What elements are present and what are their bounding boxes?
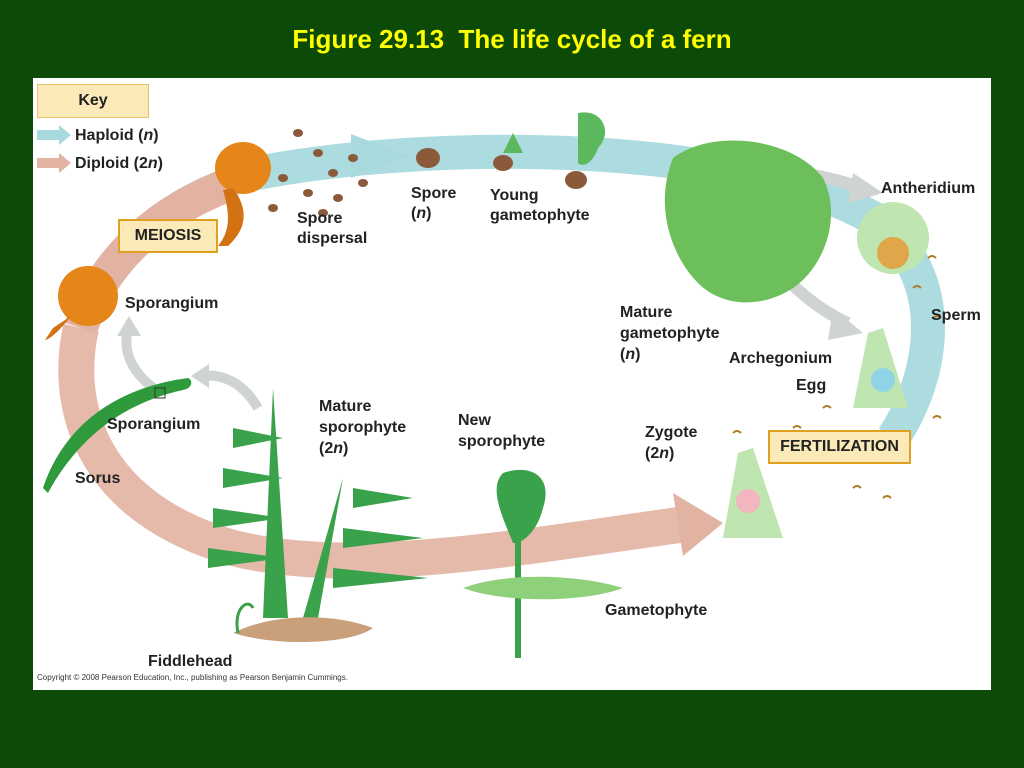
diploid-key-arrow [37, 153, 71, 173]
key-heading: Key [37, 84, 149, 118]
grey-arrow-sporangium-up [121, 326, 157, 392]
sporangium-label-leaf: Sporangium [107, 416, 201, 433]
spore-ploidy: (n) [411, 205, 432, 222]
zygote-ploidy: (2n) [645, 445, 675, 462]
key-diploid-text: Diploid [75, 155, 130, 172]
sorus-label: Sorus [75, 470, 121, 487]
diagram-panel: Key Haploid (n) Diploid (2n) Spore (n) Y… [33, 78, 991, 690]
haploid-key-arrow [37, 125, 71, 145]
mature-sporophyte-icon [208, 388, 428, 618]
fiddlehead-icon [235, 602, 255, 634]
grey-arrow-from-frond [200, 370, 263, 411]
antheridium-icon [857, 202, 929, 274]
gametophyte-label: Gametophyte [605, 602, 708, 619]
archegonium-icon [853, 328, 908, 408]
spore-label: Spore [411, 185, 457, 202]
mature-gametophyte-ploidy: (n) [620, 346, 641, 363]
mature-gametophyte-label-2: gametophyte [620, 325, 720, 342]
key-haploid-symbol: n [143, 127, 154, 144]
sporangium-open [215, 142, 271, 246]
mature-sporophyte-ploidy: (2n) [319, 440, 349, 457]
sperm-cells [732, 255, 942, 499]
new-sporophyte-icon [463, 469, 623, 658]
mature-sporophyte-label-1: Mature [319, 398, 372, 415]
key-haploid-label: Haploid (n) [75, 127, 159, 144]
spore-dispersal-label-1: Spore [297, 210, 343, 227]
diploid-cycle-band [58, 324, 696, 579]
young-gametophyte-icon [493, 112, 606, 189]
dispersing-spores [268, 129, 368, 217]
young-gametophyte-label-2: gametophyte [490, 207, 590, 224]
figure-title: Figure 29.13 The life cycle of a fern [292, 24, 732, 54]
new-sporophyte-label-1: New [458, 412, 491, 429]
antheridium-label: Antheridium [881, 180, 976, 197]
key-haploid-text: Haploid [75, 127, 134, 144]
mature-gametophyte-label-1: Mature [620, 304, 673, 321]
fertilization-label: FERTILIZATION [768, 430, 911, 464]
zygote-icon [723, 448, 783, 538]
sporangium-closed [45, 266, 118, 340]
mature-sporophyte-label-2: sporophyte [319, 419, 407, 436]
zygote-label: Zygote [645, 424, 698, 441]
egg-label: Egg [796, 377, 827, 394]
fiddlehead-label: Fiddlehead [148, 653, 233, 670]
spore-dispersal-label-2: dispersal [297, 230, 368, 247]
sporangium-label-top: Sporangium [125, 295, 219, 312]
frond-segment-with-sori [43, 378, 192, 493]
meiosis-label: MEIOSIS [118, 219, 218, 253]
copyright-notice: Copyright © 2008 Pearson Education, Inc.… [37, 673, 348, 682]
diploid-arrowhead [673, 493, 723, 556]
key-diploid-symbol: n [147, 155, 158, 172]
haploid-arrowhead [351, 134, 408, 178]
new-sporophyte-label-2: sporophyte [458, 433, 546, 450]
spore-icon [416, 148, 440, 168]
rhizome [233, 617, 373, 643]
archegonium-label: Archegonium [729, 350, 833, 367]
mature-gametophyte-icon [664, 140, 832, 303]
life-cycle-illustration [37, 112, 945, 658]
key-diploid-label: Diploid (2n) [75, 155, 163, 172]
sperm-label: Sperm [931, 307, 981, 324]
young-gametophyte-label-1: Young [490, 187, 539, 204]
